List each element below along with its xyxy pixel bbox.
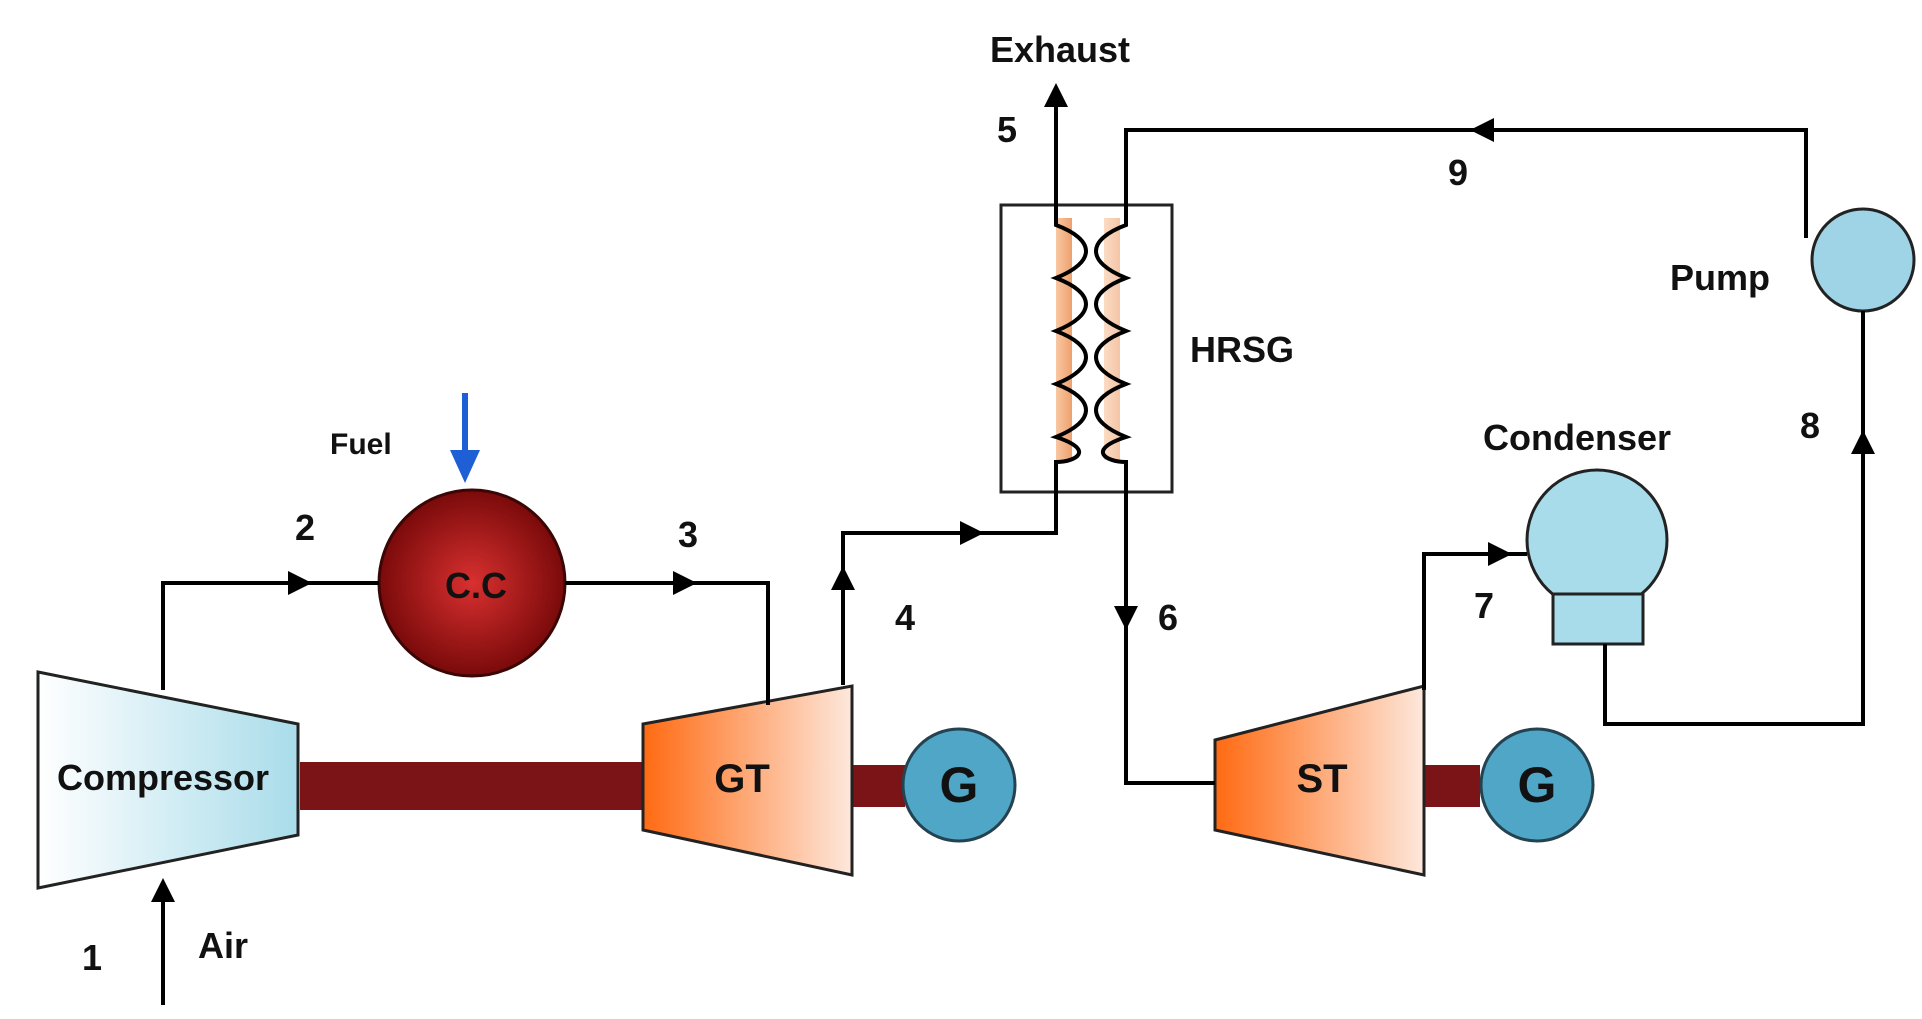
condenser-label: Condenser	[1483, 417, 1671, 458]
state-8: 8	[1800, 405, 1820, 446]
compressor	[36, 670, 300, 890]
air-label: Air	[198, 925, 248, 966]
steam-turbine-label: ST	[1296, 757, 1347, 801]
line-4	[841, 492, 1058, 685]
line-2	[161, 581, 379, 690]
line-8	[1603, 311, 1865, 726]
exhaust-label: Exhaust	[990, 29, 1130, 70]
gt-generator	[901, 727, 1017, 843]
state-9: 9	[1448, 152, 1468, 193]
st-generator	[1479, 727, 1595, 843]
gas-turbine	[641, 684, 854, 877]
condenser-dome	[1525, 468, 1669, 612]
compressor-label: Compressor	[57, 757, 269, 798]
gt-generator-shaft	[850, 765, 905, 807]
fuel-arrowhead	[450, 450, 480, 483]
state-2: 2	[295, 507, 315, 548]
pump	[1810, 207, 1916, 313]
compressor-gt-shaft	[300, 762, 645, 810]
fuel-label: Fuel	[330, 428, 392, 461]
state-7: 7	[1474, 585, 1494, 626]
combustion-chamber-label: C.C	[445, 565, 507, 606]
state-5: 5	[997, 109, 1017, 150]
state-6: 6	[1158, 597, 1178, 638]
state-3: 3	[678, 514, 698, 555]
line-9	[1124, 128, 1808, 238]
condenser-base	[1551, 592, 1645, 646]
state-4: 4	[895, 597, 915, 638]
hrsg-label: HRSG	[1190, 329, 1294, 370]
hrsg-coil-cool	[1094, 205, 1132, 492]
hrsg-coil-hot	[1050, 205, 1088, 492]
gas-turbine-label: GT	[714, 757, 770, 801]
st-generator-shaft	[1424, 765, 1480, 807]
steam-turbine	[1213, 684, 1426, 877]
gt-generator-label: G	[940, 757, 979, 813]
pump-label: Pump	[1670, 257, 1770, 298]
st-generator-label: G	[1518, 757, 1557, 813]
line-3	[565, 581, 770, 705]
state-1: 1	[82, 937, 102, 978]
